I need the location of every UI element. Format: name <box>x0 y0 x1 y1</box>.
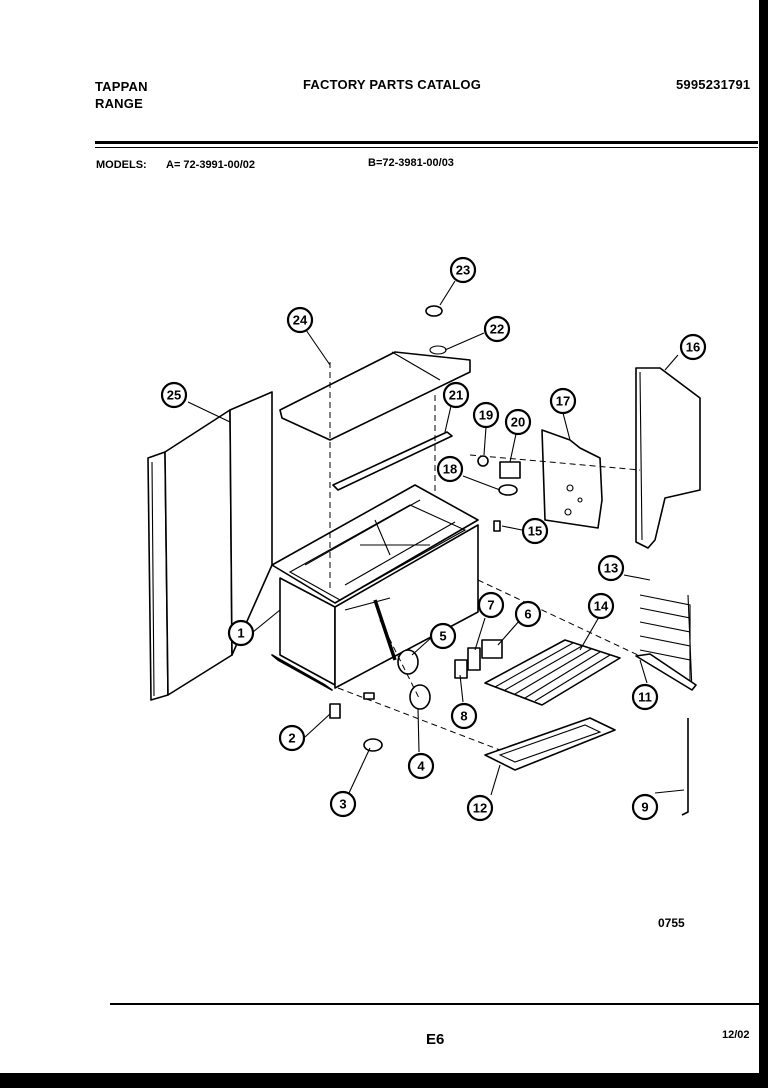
header-rule-thin <box>95 147 758 148</box>
svg-text:19: 19 <box>479 408 493 423</box>
page-number: E6 <box>426 1031 445 1048</box>
callout-23: 23 <box>449 256 477 284</box>
product-label: RANGE <box>95 96 143 111</box>
callout-7: 7 <box>477 591 505 619</box>
part-side-panel <box>147 391 273 701</box>
callout-22: 22 <box>483 315 511 343</box>
callout-17: 17 <box>549 387 577 415</box>
part-20-shape <box>499 461 521 479</box>
part-oven-rack <box>484 639 621 706</box>
alignment-lines <box>329 362 641 751</box>
svg-text:13: 13 <box>604 561 618 576</box>
part-4-shape <box>409 684 431 710</box>
svg-text:21: 21 <box>449 388 463 403</box>
callout-2: 2 <box>278 724 306 752</box>
callout-3: 3 <box>329 790 357 818</box>
callout-18: 18 <box>436 455 464 483</box>
leader-lines <box>187 280 685 796</box>
scan-edge-right <box>759 0 768 1088</box>
drawing-code: 0755 <box>658 916 685 930</box>
callout-15: 15 <box>521 517 549 545</box>
svg-text:20: 20 <box>511 415 525 430</box>
callout-13: 13 <box>597 554 625 582</box>
callout-24: 24 <box>286 306 314 334</box>
callout-14: 14 <box>587 592 615 620</box>
svg-text:18: 18 <box>443 462 457 477</box>
svg-text:7: 7 <box>487 598 494 613</box>
part-18-shape <box>498 484 518 496</box>
svg-text:3: 3 <box>339 797 346 812</box>
part-back-panel <box>635 367 701 549</box>
brand-label: TAPPAN <box>95 79 148 94</box>
part-11-shape <box>635 653 697 691</box>
callout-8: 8 <box>450 702 478 730</box>
part-cabinet-body <box>271 484 479 691</box>
svg-text:2: 2 <box>288 731 295 746</box>
svg-text:8: 8 <box>460 709 467 724</box>
models-label: MODELS: <box>96 159 147 171</box>
catalog-number: 5995231791 <box>676 77 751 92</box>
part-2-shape <box>329 703 341 719</box>
callout-12: 12 <box>466 794 494 822</box>
svg-text:17: 17 <box>556 394 570 409</box>
part-7-shape <box>467 647 481 671</box>
svg-text:16: 16 <box>686 340 700 355</box>
callout-5: 5 <box>429 622 457 650</box>
part-9-shape <box>681 718 689 816</box>
part-15-shape <box>493 520 501 532</box>
svg-text:12: 12 <box>473 801 487 816</box>
svg-text:22: 22 <box>490 322 504 337</box>
part-8-shape <box>454 659 468 679</box>
svg-text:1: 1 <box>237 626 244 641</box>
part-broiler-pan <box>484 717 616 771</box>
svg-text:11: 11 <box>638 690 652 705</box>
svg-text:25: 25 <box>167 388 181 403</box>
callout-11: 11 <box>631 683 659 711</box>
svg-text:5: 5 <box>439 629 446 644</box>
catalog-title: FACTORY PARTS CATALOG <box>303 77 482 92</box>
svg-text:4: 4 <box>417 759 425 774</box>
svg-text:6: 6 <box>524 607 531 622</box>
part-23-shape <box>425 305 443 317</box>
model-b: B=72-3981-00/03 <box>368 157 454 169</box>
callout-9: 9 <box>631 793 659 821</box>
svg-text:9: 9 <box>641 800 648 815</box>
part-top-panel <box>279 345 471 441</box>
callout-6: 6 <box>514 600 542 628</box>
model-a: A= 72-3991-00/02 <box>166 159 255 171</box>
callout-20: 20 <box>504 408 532 436</box>
part-5-shape <box>397 649 419 675</box>
scan-edge-bottom <box>0 1073 768 1088</box>
svg-text:14: 14 <box>594 599 609 614</box>
part-bracket <box>541 429 603 529</box>
part-side-rails <box>639 594 693 691</box>
callout-4: 4 <box>407 752 435 780</box>
part-3-base <box>363 692 375 700</box>
svg-text:23: 23 <box>456 263 470 278</box>
svg-text:24: 24 <box>293 313 308 328</box>
part-19-shape <box>477 455 489 467</box>
callout-16: 16 <box>679 333 707 361</box>
revision-date: 12/02 <box>722 1029 750 1041</box>
callout-21: 21 <box>442 381 470 409</box>
part-3-shape <box>363 738 383 752</box>
header-rule <box>95 141 758 144</box>
callout-19: 19 <box>472 401 500 429</box>
svg-text:15: 15 <box>528 524 542 539</box>
callout-1: 1 <box>227 619 255 647</box>
part-rail <box>332 431 453 491</box>
callout-25: 25 <box>160 381 188 409</box>
footer-rule <box>110 1003 768 1005</box>
part-6-shape <box>481 639 503 659</box>
